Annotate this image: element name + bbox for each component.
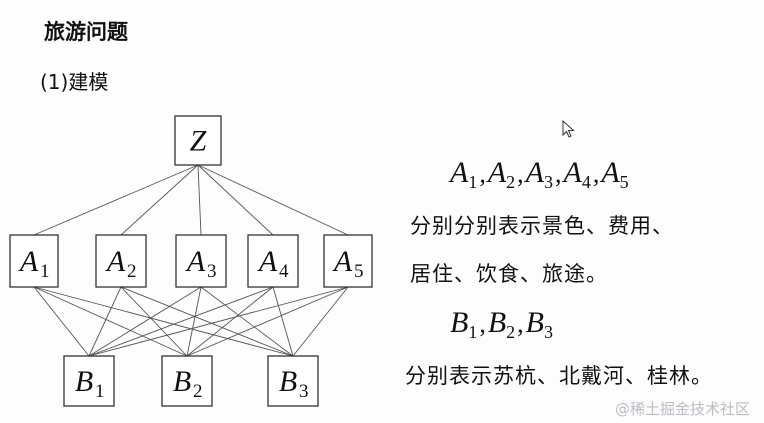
node-a5-box [323,234,373,288]
edge-a4-b1 [88,286,274,357]
edge-a3-b1 [88,286,202,357]
edge-a1-b1 [33,286,90,357]
edge-z-a4 [197,164,274,236]
edge-a1-b3 [33,286,294,357]
edge-a2-b1 [88,286,122,357]
b-symbol-1: B1 [450,306,478,342]
node-b2-letter: B [173,365,191,398]
node-b1-box [63,355,115,407]
edge-a3-b2 [186,286,202,357]
a-symbols-line: A1,A2,A3,A4,A5 [450,156,629,193]
node-z-box [174,115,222,166]
node-a2-letter: A [105,245,126,278]
node-a5-subscript: 5 [354,261,364,282]
node-b2-box [161,355,213,407]
a-description-line1: 分别分别表示景色、费用、 [410,214,674,238]
mouse-cursor-icon [562,120,575,138]
node-a4-box [247,234,299,288]
node-z-letter: Z [190,125,207,158]
section-subtitle: (1)建模 [40,70,109,94]
node-a1-letter: A [18,245,39,278]
edge-z-a3 [197,164,202,236]
node-a4-letter: A [257,245,278,278]
edge-z-a2 [120,164,199,236]
node-a3-box [175,234,227,288]
edge-a5-b3 [292,286,349,357]
node-z: Z [174,115,222,166]
b-description-line1: 分别表示苏杭、北戴河、桂林。 [405,364,713,388]
a-separator: , [517,159,524,188]
watermark: @稀土掘金技术社区 [614,400,750,418]
a-symbol-4: A4 [563,156,591,192]
a-symbol-1: A1 [450,156,478,192]
edge-a2-b3 [120,286,294,357]
node-a5-letter: A [332,245,353,278]
b-separator: , [517,309,524,338]
edge-a1-b2 [33,286,188,357]
a-symbol-2: A2 [487,156,516,192]
node-b3-box [267,355,319,407]
b-separator: , [479,309,486,338]
a-symbol-3: A3 [525,156,553,192]
node-a1-subscript: 1 [40,261,50,282]
edge-z-a1 [33,164,199,236]
node-a4-subscript: 4 [279,261,289,282]
a-description-line2: 居住、饮食、旅途。 [410,262,608,286]
edge-a4-b3 [272,286,294,357]
edge-a3-b3 [200,286,294,357]
node-b1-subscript: 1 [95,381,105,402]
node-b1-letter: B [75,365,93,398]
b-symbols-line: B1,B2,B3 [450,306,553,343]
node-a1-box [9,234,59,288]
node-a3-letter: A [185,245,206,278]
node-a2-box [95,234,147,288]
node-a2-subscript: 2 [127,261,137,282]
diagram-edges [33,164,349,357]
a-separator: , [479,159,486,188]
a-separator: , [554,159,562,188]
node-a3-subscript: 3 [207,261,217,282]
edge-a5-b2 [186,286,349,357]
edge-a2-b2 [120,286,188,357]
edge-a4-b2 [186,286,274,357]
edge-a5-b1 [88,286,349,357]
b-symbol-3: B3 [525,306,553,342]
node-b3-letter: B [279,365,297,398]
edge-z-a5 [197,164,349,236]
page-title: 旅游问题 [44,20,128,44]
a-symbol-5: A5 [601,156,629,192]
a-separator: , [592,159,600,188]
node-b3-subscript: 3 [299,381,309,402]
node-b2-subscript: 2 [193,381,203,402]
b-symbol-2: B2 [487,306,516,342]
